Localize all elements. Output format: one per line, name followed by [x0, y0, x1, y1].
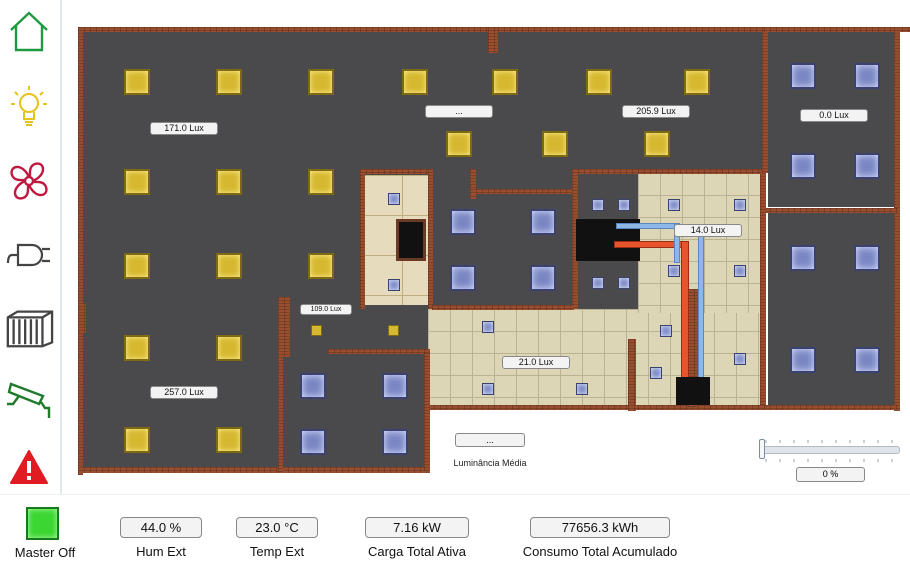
master-switch-indicator[interactable]: [26, 507, 59, 540]
active-load-label: Carga Total Ativa: [367, 544, 467, 559]
hvac-outlet: [676, 377, 710, 405]
warning-icon[interactable]: [4, 442, 54, 492]
blinds-icon[interactable]: [4, 302, 54, 352]
sidebar: [0, 0, 62, 494]
humidity-readout: 44.0 %: [120, 517, 202, 538]
lux-readout[interactable]: ...: [425, 105, 493, 118]
camera-icon[interactable]: [4, 374, 54, 424]
slider-ticks: [765, 440, 893, 462]
dimmer-slider-track[interactable]: [762, 446, 900, 454]
lightbulb-icon[interactable]: [4, 82, 54, 132]
plug-icon[interactable]: [4, 230, 54, 280]
elevator: [396, 219, 426, 261]
lux-readout[interactable]: 109.0 Lux: [300, 304, 352, 315]
active-load-readout: 7.16 kW: [365, 517, 469, 538]
temperature-label: Temp Ext: [249, 544, 305, 559]
humidity-label: Hum Ext: [136, 544, 186, 559]
dimmer-value: 0 %: [796, 467, 865, 482]
floor-plan: 171.0 Lux ... 205.9 Lux 0.0 Lux 14.0 Lux…: [78, 27, 910, 477]
office-room-e: [768, 213, 898, 407]
luminance-average-label: Luminância Média: [453, 458, 527, 468]
lux-readout[interactable]: 0.0 Lux: [800, 109, 868, 122]
total-consumption-readout: 77656.3 kWh: [530, 517, 670, 538]
tiled-room: [428, 309, 764, 407]
master-label: Master Off: [14, 545, 76, 560]
lux-readout[interactable]: 171.0 Lux: [150, 122, 218, 135]
lux-readout[interactable]: 205.9 Lux: [622, 105, 690, 118]
lux-readout[interactable]: 14.0 Lux: [674, 224, 742, 237]
lux-readout[interactable]: 21.0 Lux: [502, 356, 570, 369]
home-icon[interactable]: [4, 6, 54, 56]
luminance-average-button[interactable]: ...: [455, 433, 525, 447]
temperature-readout: 23.0 °C: [236, 517, 318, 538]
lux-readout[interactable]: 257.0 Lux: [150, 386, 218, 399]
total-consumption-label: Consumo Total Acumulado: [522, 544, 678, 559]
fan-icon[interactable]: [4, 156, 54, 206]
dimmer-slider-thumb[interactable]: [759, 439, 765, 459]
